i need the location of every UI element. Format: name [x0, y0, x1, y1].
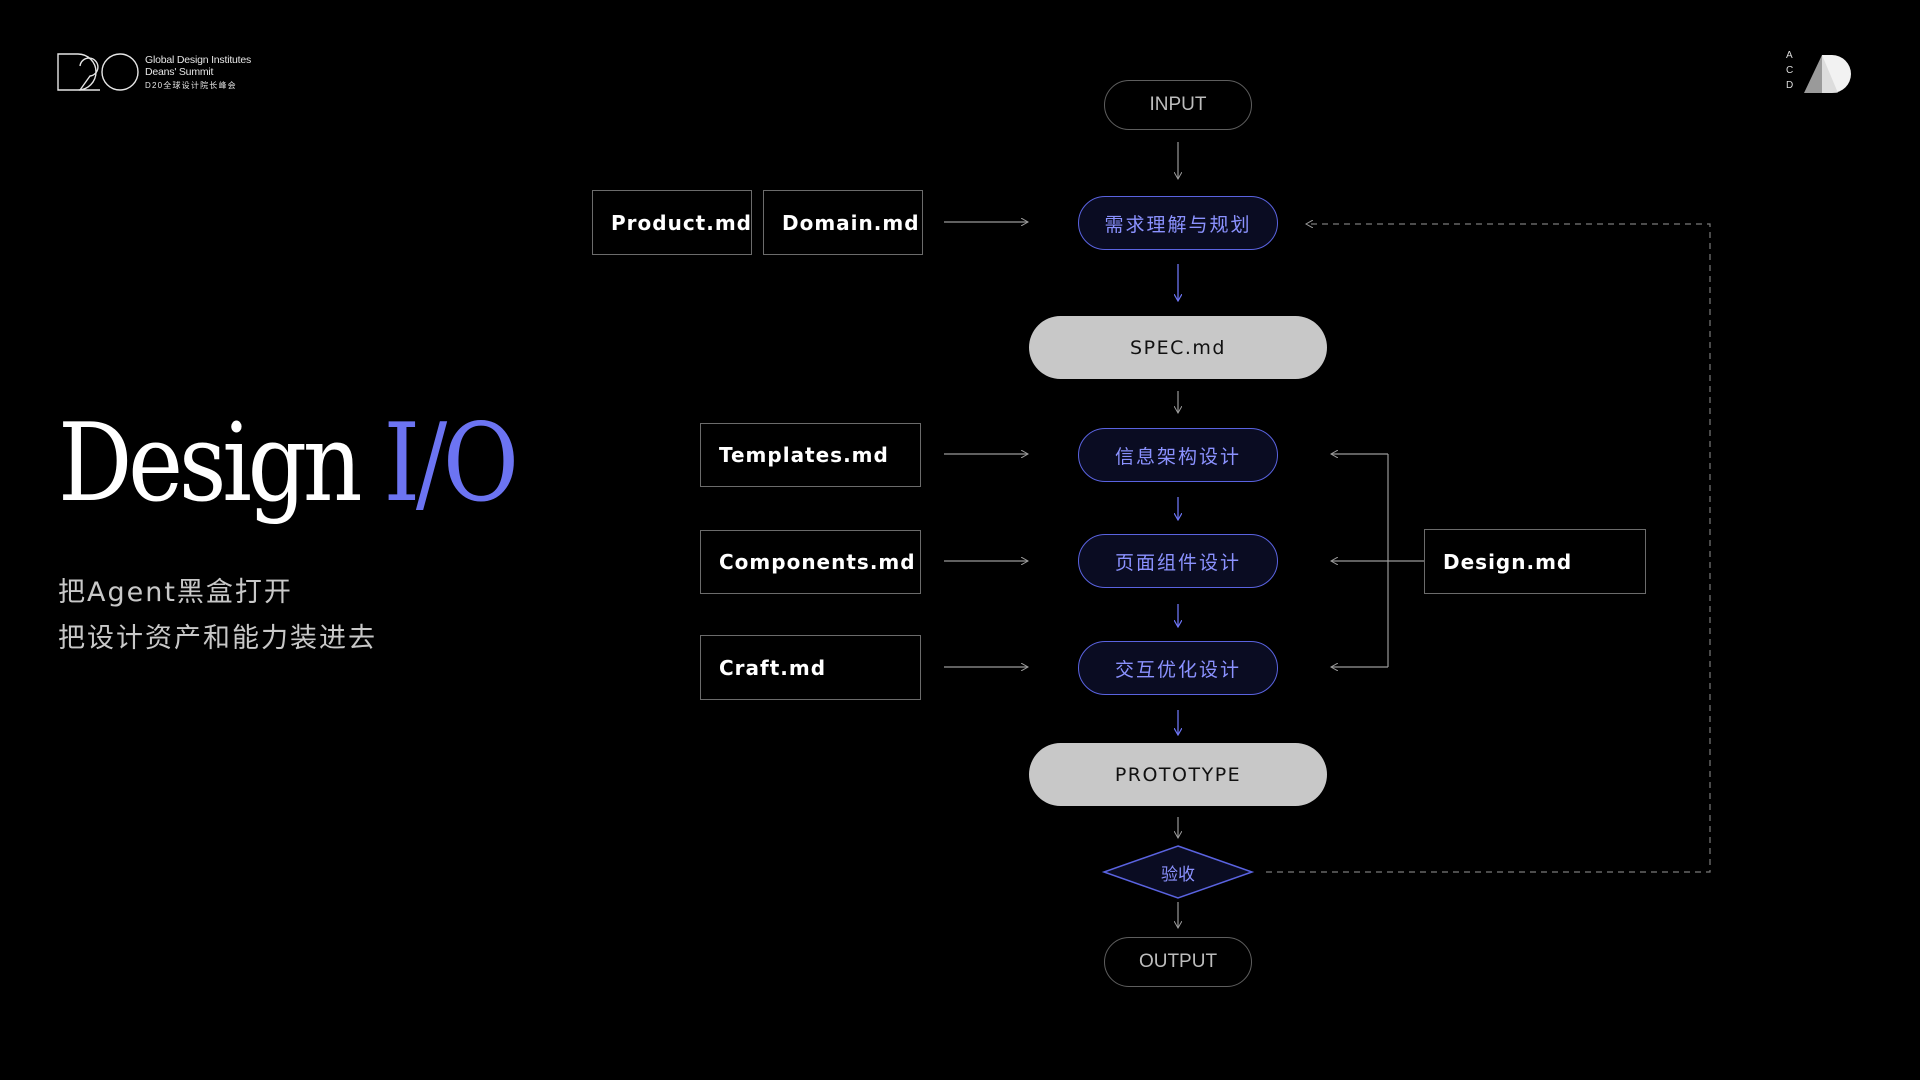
- acceptance-label: 验收: [1161, 865, 1195, 885]
- subtitle-line-2: 把设计资产和能力装进去: [58, 623, 377, 654]
- domain-md-file: Domain.md: [763, 190, 923, 255]
- craft-md-file: Craft.md: [700, 635, 921, 700]
- brand-line-2: Deans' Summit: [145, 66, 214, 78]
- prototype-artifact: PROTOTYPE: [1029, 743, 1327, 806]
- output-node: OUTPUT: [1104, 937, 1252, 987]
- title-word-design: Design: [58, 401, 363, 526]
- acceptance-diamond: [1101, 845, 1255, 899]
- components-md-file: Components.md: [700, 530, 921, 594]
- d20-logo-icon: [57, 53, 139, 91]
- interaction-optimization-step: 交互优化设计: [1078, 641, 1278, 695]
- templates-md-file: Templates.md: [700, 423, 921, 487]
- title-word-io: I/O: [383, 401, 520, 526]
- feedback-loop-dashed: [1266, 224, 1711, 873]
- spec-md-artifact: SPEC.md: [1029, 316, 1327, 379]
- input-node: INPUT: [1104, 80, 1252, 130]
- requirements-planning-step: 需求理解与规划: [1078, 196, 1278, 250]
- subtitle-line-1: 把Agent黑盒打开: [58, 577, 293, 608]
- page-components-step: 页面组件设计: [1078, 534, 1278, 588]
- logo-letter-a: A: [1786, 50, 1793, 61]
- brand-line-3: D20全球设计院长峰会: [145, 81, 237, 90]
- summit-brand: Global Design Institutes Deans' Summit D…: [56, 52, 276, 94]
- product-md-file: Product.md: [592, 190, 752, 255]
- acd-mark-icon: [1804, 55, 1851, 93]
- page-title: Design I/O: [58, 410, 519, 518]
- information-architecture-step: 信息架构设计: [1078, 428, 1278, 482]
- brand-line-1: Global Design Institutes: [145, 54, 252, 66]
- logo-letter-c: C: [1786, 65, 1794, 76]
- acd-logo: A C D: [1786, 51, 1866, 95]
- logo-letter-d: D: [1786, 80, 1794, 91]
- design-md-file: Design.md: [1424, 529, 1646, 594]
